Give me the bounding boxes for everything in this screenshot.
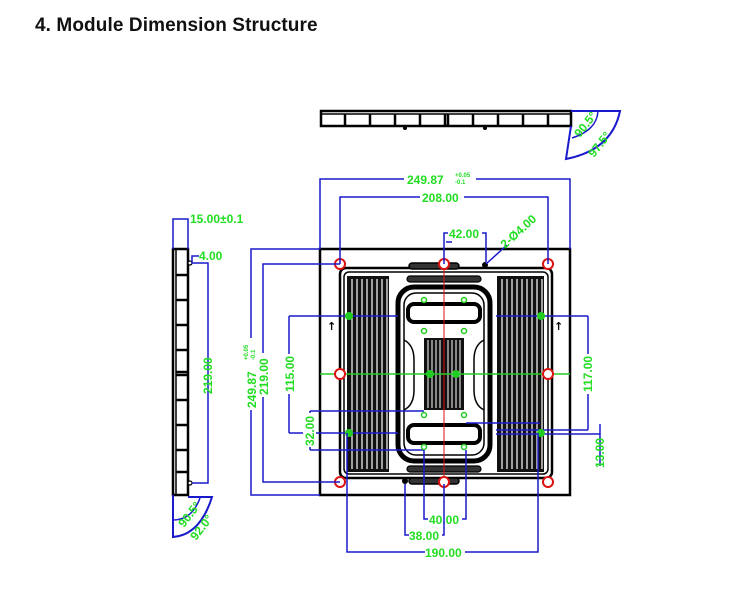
screw-point-icon <box>460 411 468 419</box>
offset-left-label: 32.00 <box>303 416 317 446</box>
magnet-span-left-label: 115.00 <box>283 356 297 392</box>
screw-point-icon <box>420 296 428 304</box>
hole-spacing-top-label: 42.00 <box>449 227 479 241</box>
magnet-point-icon <box>345 312 353 320</box>
side-angle-arc <box>172 495 214 539</box>
overall-width-tol-plus: +0.05 <box>455 173 471 179</box>
top-angle-1: 90.5° <box>571 109 599 140</box>
magnet-point-icon <box>537 429 545 437</box>
up-arrow-icon: ↑ <box>327 320 336 333</box>
up-arrow-icon: ↑ <box>554 320 563 333</box>
overall-height-tol-minus: -0.1 <box>251 349 257 360</box>
front-view: 249.87 +0.05 -0.1 208.00 42.00 2-Ø4.00 2… <box>243 172 607 560</box>
side-view: 15.00±0.1 4.00 219.00 90.5° 92.0° <box>171 212 244 543</box>
hole-span-width-label: 208.00 <box>422 191 459 205</box>
magnet-point-icon <box>426 370 434 378</box>
screw-point-icon <box>460 296 468 304</box>
screw-point-icon <box>460 443 468 451</box>
hole-span-height-label: 219.00 <box>257 358 271 395</box>
magnet-point-icon <box>345 429 353 437</box>
magnet-span-right-label: 117.00 <box>581 356 595 392</box>
overall-width-tol-minus: -0.1 <box>455 180 466 186</box>
overall-height-label: 249.87 <box>245 371 259 408</box>
mount-hole-icon <box>334 368 346 380</box>
mount-hole-icon <box>542 368 554 380</box>
mount-hole-icon <box>542 476 554 488</box>
bottom-span-label: 190.00 <box>425 546 462 560</box>
overall-height-tol-plus: +0.05 <box>244 344 250 360</box>
top-angle-arc <box>564 110 622 161</box>
screw-point-icon <box>420 443 428 451</box>
hole-diameter-label: 2-Ø4.00 <box>498 212 540 252</box>
bottom-spacing-mid-label: 38.00 <box>409 529 439 543</box>
screw-point-icon <box>460 327 468 335</box>
magnet-point-icon <box>452 370 460 378</box>
overall-width-label: 249.87 <box>407 173 444 187</box>
offset-right-label: 13.00 <box>593 438 607 468</box>
page-title: 4. Module Dimension Structure <box>35 15 318 36</box>
side-height-label: 219.00 <box>201 357 215 394</box>
screw-point-icon <box>420 327 428 335</box>
magnet-point-icon <box>537 312 545 320</box>
side-thickness-label: 15.00±0.1 <box>190 212 244 226</box>
top-view-pin <box>483 126 487 130</box>
top-view: 90.5° 97.5° <box>319 109 622 161</box>
screw-point-icon <box>420 411 428 419</box>
top-view-pin <box>403 126 407 130</box>
side-edge-offset-label: 4.00 <box>199 249 223 263</box>
